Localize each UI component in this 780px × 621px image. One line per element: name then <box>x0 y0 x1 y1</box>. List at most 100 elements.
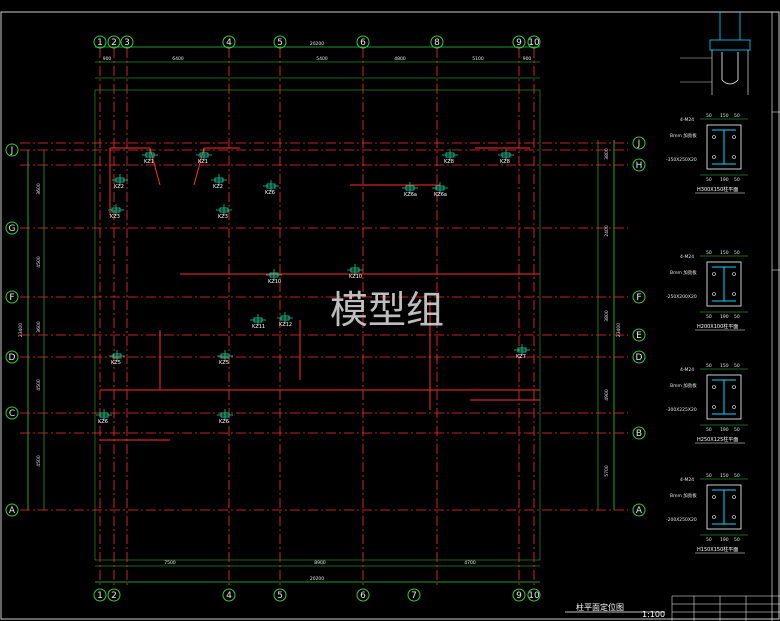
column-marker <box>142 149 158 161</box>
axis-bubble-top: 9 <box>512 35 526 49</box>
column-label: KZ2 <box>114 184 124 190</box>
section-dim: 50 <box>706 250 712 256</box>
section-dim: 150 <box>720 250 729 256</box>
section-dim: 50 <box>706 473 712 479</box>
axis-bubble-circle <box>632 503 646 517</box>
section-plate-label: -300X225X20 <box>666 407 697 413</box>
section-plate-label: -200X250X20 <box>666 517 697 523</box>
section-dim: 50 <box>734 363 740 369</box>
axis-bubble-top: 5 <box>273 35 287 49</box>
column-label: KZ3 <box>218 214 228 220</box>
axis-bubble-right: D <box>632 350 646 364</box>
section-anchor-label: 4-M24 <box>680 477 694 483</box>
axis-bubble-circle <box>222 588 236 602</box>
axis-bubble-right: F <box>632 290 646 304</box>
section-dim: 190 <box>720 177 729 183</box>
axis-bubble-circle <box>356 588 370 602</box>
axis-label: 4 <box>226 591 232 601</box>
section-plate-label: -250X200X20 <box>666 294 697 300</box>
axis-label: J <box>637 139 641 149</box>
dim-top: 900 <box>103 56 112 62</box>
axis-label: 5 <box>277 591 283 601</box>
axis-bubble-circle <box>512 35 526 49</box>
column-marker <box>216 204 232 216</box>
column-marker <box>514 344 530 356</box>
dim-bottom-overall: 20200 <box>310 576 324 582</box>
axis-bubble-circle <box>527 35 541 49</box>
axis-bubble-bottom: 5 <box>273 588 287 602</box>
dim-bottom: 8900 <box>314 560 326 566</box>
axis-bubble-bottom: 6 <box>356 588 370 602</box>
dim-top: 900 <box>523 56 532 62</box>
column-marker <box>96 409 112 421</box>
axis-label: A <box>636 506 643 516</box>
section-dim: 50 <box>734 177 740 183</box>
dim-right: 3800 <box>604 148 610 160</box>
axis-bubble-right: E <box>632 328 646 342</box>
column-label: KZ1 <box>198 159 208 165</box>
dim-right: 2400 <box>604 225 610 237</box>
axis-bubble-circle <box>632 350 646 364</box>
axis-bubble-circle <box>356 35 370 49</box>
axis-bubble-circle <box>5 143 19 157</box>
axis-label: 7 <box>411 591 417 601</box>
dimension-layer <box>27 46 615 583</box>
axis-bubble-circle <box>5 221 19 235</box>
section-dim: 50 <box>706 363 712 369</box>
axis-bubble-top: 6 <box>356 35 370 49</box>
axis-bubble-top: 8 <box>430 35 444 49</box>
column-label: KZ8 <box>444 159 454 165</box>
section-dim: 190 <box>720 314 729 320</box>
axis-bubble-circle <box>5 503 19 517</box>
axis-bubble-circle <box>93 35 107 49</box>
section-plate-label: -350X250X20 <box>666 157 697 163</box>
column-marker <box>112 174 128 186</box>
axis-bubble-top: 4 <box>222 35 236 49</box>
axis-bubble-top: 1 <box>93 35 107 49</box>
column-marker <box>217 409 233 421</box>
column-label: KZ6 <box>98 419 108 425</box>
section-dim: 190 <box>720 427 729 433</box>
column-marker <box>347 264 363 276</box>
section-rib-label: Bmm 加劲板 <box>670 492 697 499</box>
section-dim: 190 <box>720 537 729 543</box>
axis-bubble-top: 3 <box>120 35 134 49</box>
plan-title: 柱平面定位图 <box>576 602 624 612</box>
section-dim: 150 <box>720 473 729 479</box>
axis-label: 10 <box>528 591 540 601</box>
axis-bubble-circle <box>430 35 444 49</box>
columns <box>96 149 530 421</box>
column-marker <box>402 182 418 194</box>
axis-bubble-circle <box>5 406 19 420</box>
section-title: H300X150柱平面 <box>697 186 738 193</box>
dim-right: 5700 <box>604 465 610 477</box>
axis-label: 1 <box>97 591 103 601</box>
axis-bubble-right: J <box>632 136 646 150</box>
title-block <box>671 595 780 621</box>
axis-bubble-right: B <box>632 426 646 440</box>
section-anchor-label: 4-M24 <box>680 117 694 123</box>
axis-bubble-left: A <box>5 503 19 517</box>
axis-label: 6 <box>360 591 366 601</box>
axis-bubble-circle <box>107 588 121 602</box>
grid-axes <box>20 48 628 588</box>
axis-bubble-circle <box>512 588 526 602</box>
axis-label: 8 <box>434 38 440 48</box>
column-label: KZ5 <box>111 360 121 366</box>
section-dim: 50 <box>706 113 712 119</box>
dim-left: 3600 <box>36 183 42 195</box>
column-marker <box>432 182 448 194</box>
dim-left: 4500 <box>36 379 42 391</box>
section-dim: 150 <box>720 113 729 119</box>
column-marker <box>498 149 514 161</box>
section-dim: 50 <box>706 177 712 183</box>
section-anchor-label: 4-M24 <box>680 254 694 260</box>
section-dim: 50 <box>706 537 712 543</box>
axis-bubble-circle <box>632 290 646 304</box>
section-dim: 50 <box>734 113 740 119</box>
dim-bottom: 7500 <box>164 560 176 566</box>
